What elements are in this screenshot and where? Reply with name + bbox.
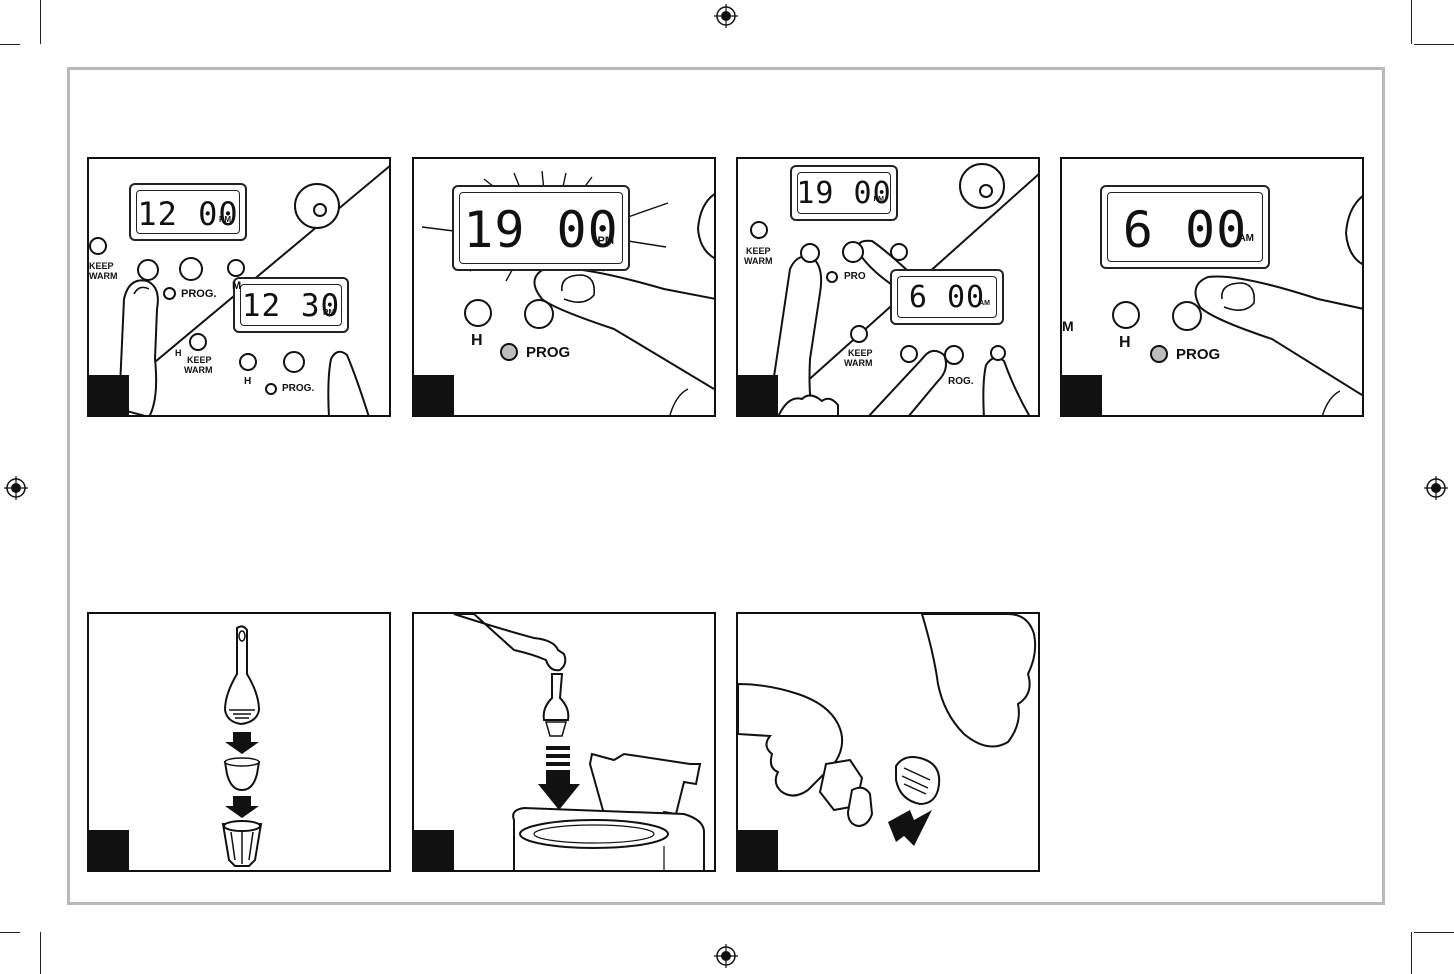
display-time: 19 00 — [454, 201, 628, 259]
clock-display: 6 00 AM — [890, 269, 1004, 325]
crop-mark — [1414, 932, 1454, 933]
label-m: M — [232, 281, 241, 292]
panel-step-remove-filter — [736, 612, 1040, 872]
control-button[interactable] — [179, 257, 203, 281]
clock-display: 12 00 PM — [129, 183, 247, 241]
display-suffix: PM — [874, 196, 885, 203]
control-button[interactable] — [842, 241, 864, 263]
label-prog: PROG. — [282, 384, 314, 394]
prog-indicator-light — [265, 383, 277, 395]
step-number-box — [89, 375, 129, 415]
crop-mark — [1411, 0, 1412, 44]
display-time: 12 30 — [235, 288, 347, 324]
display-time: 19 00 — [792, 176, 896, 211]
label-m: M — [1062, 319, 1074, 333]
control-button[interactable] — [750, 221, 768, 239]
control-button[interactable] — [990, 345, 1006, 361]
control-button[interactable] — [189, 333, 207, 351]
hour-button[interactable] — [464, 299, 492, 327]
label-keep: KEEP — [746, 247, 771, 256]
control-button[interactable] — [283, 351, 305, 373]
step-number-box — [738, 830, 778, 870]
crop-mark — [1411, 932, 1412, 974]
control-button[interactable] — [800, 243, 820, 263]
prog-indicator-light — [500, 343, 518, 361]
control-button[interactable] — [89, 237, 107, 255]
label-warm: WARM — [184, 366, 213, 375]
panel-step-set-clock: 12 00 PM 12 30 PM KEEP WARM PROG. M H KE… — [87, 157, 391, 417]
control-button[interactable] — [227, 259, 245, 277]
display-suffix: PM — [219, 215, 231, 224]
label-prog: PROG — [1176, 347, 1220, 362]
prog-indicator-light — [1150, 345, 1168, 363]
label-h: H — [244, 377, 251, 387]
panel-step-prog-flash: 19 00 PM H PROG — [412, 157, 716, 417]
crop-mark — [1414, 44, 1454, 45]
display-suffix: PM — [323, 308, 335, 317]
control-button[interactable] — [1172, 301, 1202, 331]
control-button[interactable] — [900, 345, 918, 363]
display-time: 6 00 — [892, 280, 1002, 315]
registration-mark-icon — [1424, 476, 1448, 500]
control-button[interactable] — [850, 325, 868, 343]
panel-step-assemble-filter — [87, 612, 391, 872]
panel-step-insert-filter — [412, 612, 716, 872]
clock-display-flashing: 19 00 PM — [452, 185, 630, 271]
prog-indicator-light — [826, 271, 838, 283]
clock-display: 19 00 PM — [790, 165, 898, 221]
clock-display: 6 00 AM — [1100, 185, 1270, 269]
panel-illustration — [738, 614, 1040, 872]
control-button[interactable] — [239, 353, 257, 371]
label-warm: WARM — [744, 257, 773, 266]
label-keep: KEEP — [187, 356, 212, 365]
display-suffix: PM — [598, 235, 615, 247]
control-button[interactable] — [890, 243, 908, 261]
label-prog: PROG. — [181, 289, 216, 300]
panel-illustration — [89, 614, 391, 872]
label-h-partial: H — [175, 349, 182, 358]
registration-mark-icon — [714, 944, 738, 968]
registration-mark-icon — [4, 476, 28, 500]
label-warm: WARM — [844, 359, 873, 368]
label-keep: KEEP — [848, 349, 873, 358]
display-suffix: AM — [1238, 233, 1254, 244]
label-prog: PRO — [844, 272, 866, 282]
label-h: H — [1119, 335, 1131, 351]
label-prog: PROG — [526, 345, 570, 360]
display-time: 12 00 — [131, 195, 245, 233]
registration-mark-icon — [714, 4, 738, 28]
step-number-box — [738, 375, 778, 415]
label-h: H — [471, 333, 483, 349]
hour-button[interactable] — [1112, 301, 1140, 329]
step-number-box — [1062, 375, 1102, 415]
prog-indicator-light — [163, 287, 176, 300]
clock-display: 12 30 PM — [233, 277, 349, 333]
panel-step-set-prog-time: 19 00 PM 6 00 AM KEEP WARM PRO KEEP WARM… — [736, 157, 1040, 417]
display-time: 6 00 — [1102, 201, 1268, 259]
crop-mark — [40, 0, 41, 44]
display-suffix: AM — [979, 300, 990, 307]
label-warm: WARM — [89, 272, 118, 281]
label-prog: ROG. — [948, 377, 974, 387]
control-button[interactable] — [137, 259, 159, 281]
crop-mark — [0, 932, 20, 933]
step-number-box — [89, 830, 129, 870]
step-number-box — [414, 830, 454, 870]
step-number-box — [414, 375, 454, 415]
crop-mark — [0, 44, 20, 45]
crop-mark — [40, 932, 41, 974]
control-button[interactable] — [524, 299, 554, 329]
panel-step-confirm: 6 00 AM M H PROG — [1060, 157, 1364, 417]
label-keep: KEEP — [89, 262, 114, 271]
control-button[interactable] — [944, 345, 964, 365]
panel-illustration — [414, 614, 716, 872]
